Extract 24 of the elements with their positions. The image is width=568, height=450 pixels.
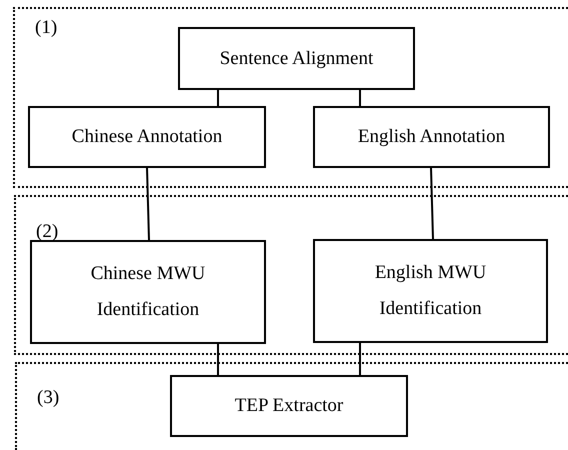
process-box [30,240,266,344]
connector-line [146,168,150,240]
process-box [313,106,550,168]
stage-region [13,7,568,188]
stage-number: (2) [36,221,58,243]
stage-region [15,362,568,450]
box-label: Sentence Alignment [218,46,374,70]
box-label: Chinese MWU Identification [90,262,206,322]
process-box [178,27,415,90]
connector-line [430,168,434,240]
connector-line [217,90,219,106]
process-box [28,106,266,168]
process-box [313,239,548,343]
stage-number: (1) [35,17,58,39]
box-label: Chinese Annotation [70,125,224,149]
process-box [170,375,408,437]
connector-line [217,344,219,375]
connector-line [359,343,361,375]
stage-number: (3) [37,387,60,409]
stage-region [14,195,568,355]
box-label: TEP Extractor [234,394,344,418]
box-label: English MWU Identification [374,261,488,321]
box-label: English Annotation [356,125,506,149]
connector-line [359,90,361,106]
